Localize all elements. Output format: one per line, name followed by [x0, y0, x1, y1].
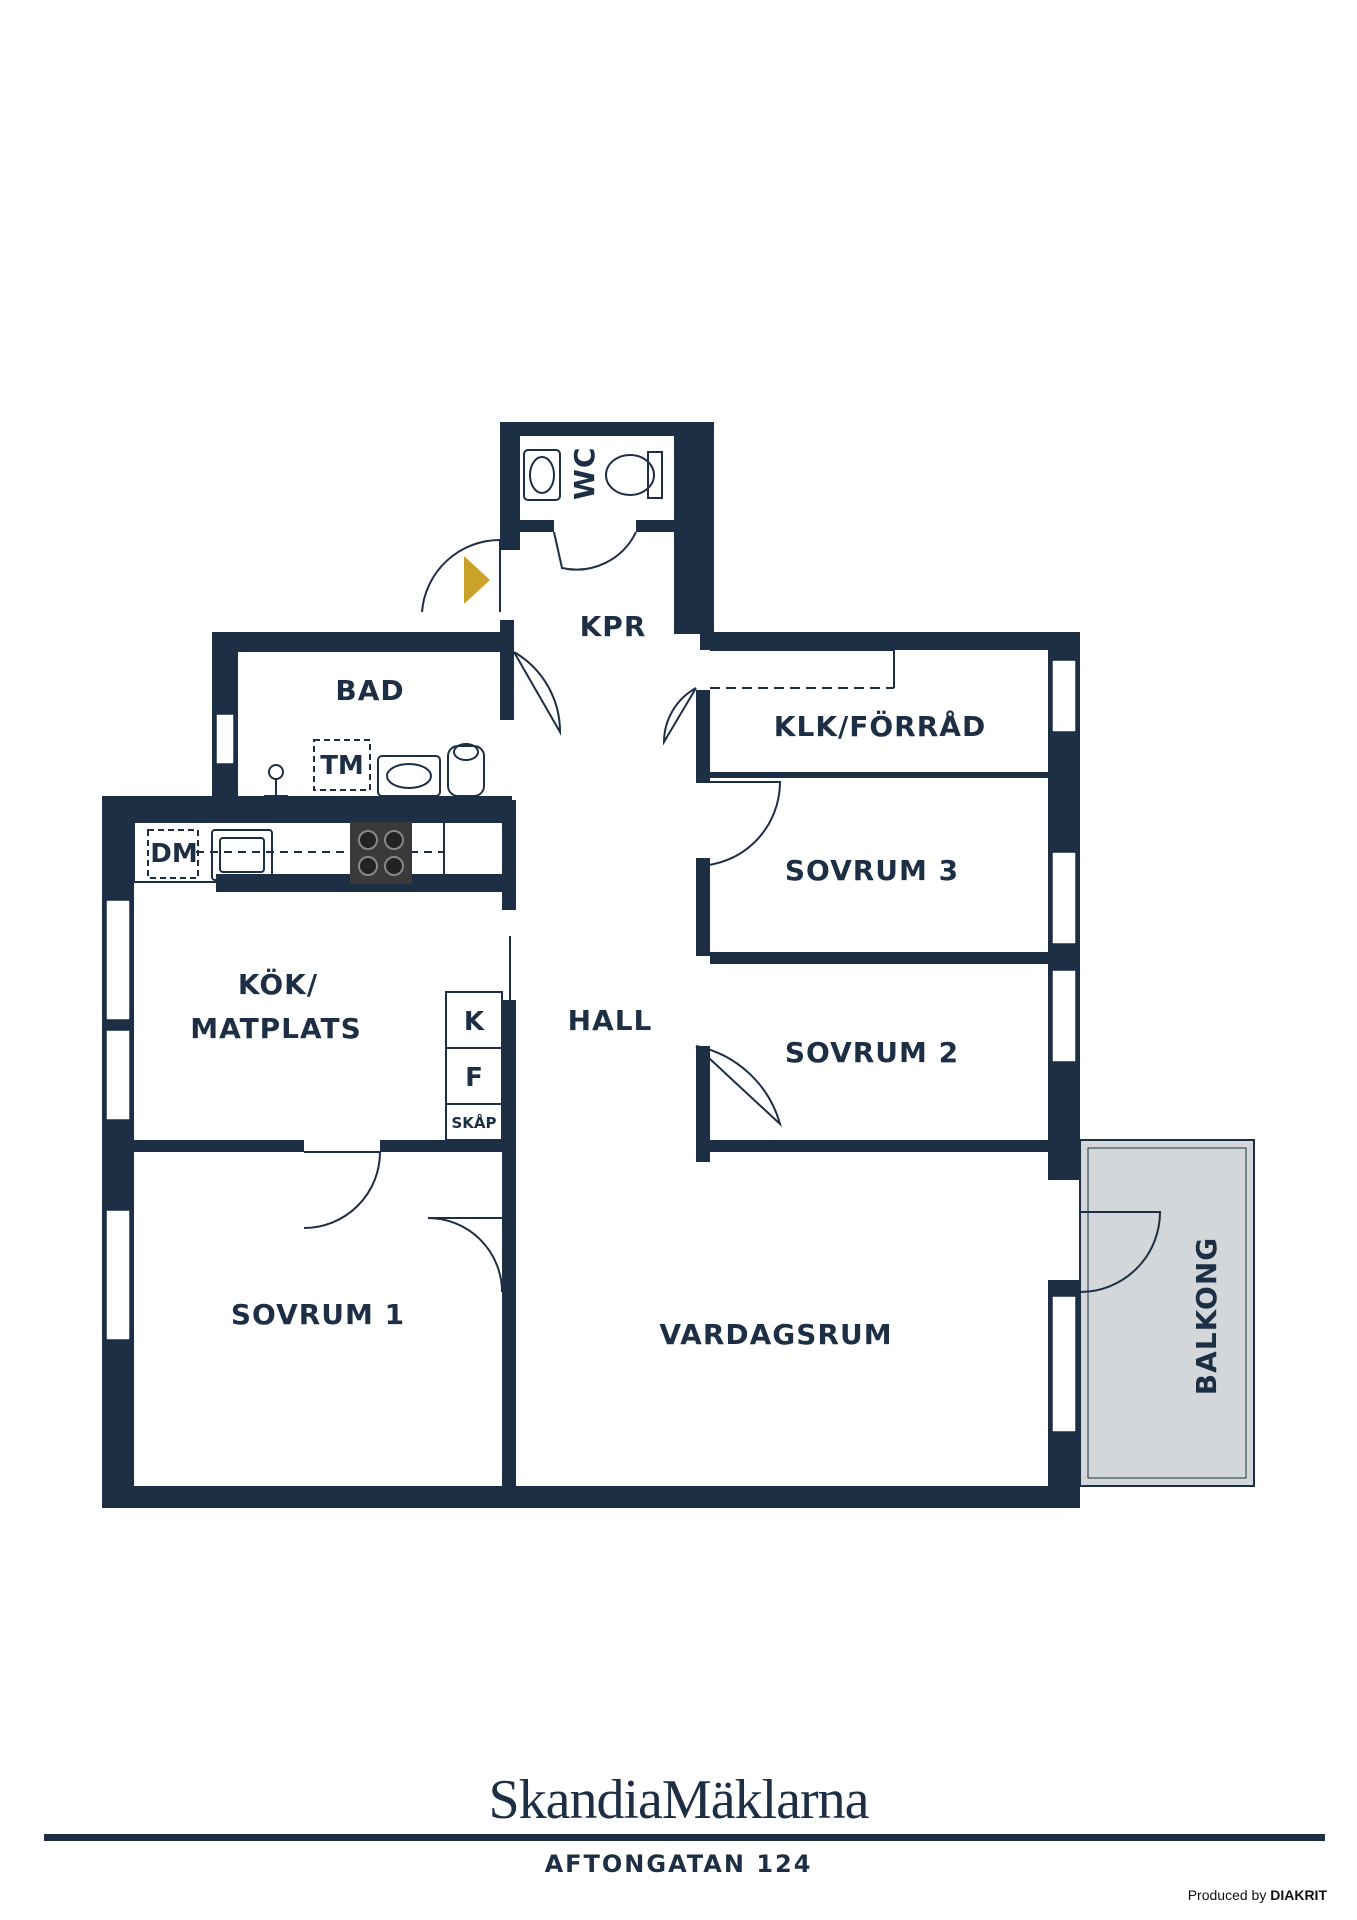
room-label-wc: WC: [568, 447, 601, 500]
appliance-label-dm: DM: [150, 839, 197, 869]
windows: [105, 659, 1080, 1433]
toilet-icon: [605, 451, 663, 499]
room-label-kpr: KPR: [580, 610, 647, 643]
kitchen-counter: [133, 821, 505, 883]
appliance-label-tm: TM: [320, 751, 364, 781]
door-swings: [303, 531, 1162, 1293]
shower-icon: [264, 764, 288, 797]
room-label-sovrum-3: SOVRUM 3: [785, 854, 959, 887]
balcony: [1079, 1139, 1255, 1487]
cabinet-label-skap: SKÅP: [451, 1113, 496, 1132]
room-label-balkong: BALKONG: [1190, 1237, 1223, 1396]
room-label-klk-forrad: KLK/FÖRRÅD: [774, 709, 986, 743]
kitchen-cabinets: [445, 991, 503, 1141]
produced-by-label: Produced by: [1187, 1887, 1267, 1903]
footer-divider: [44, 1834, 1325, 1841]
cabinet-label-f: F: [465, 1063, 483, 1093]
cabinet-label-k: K: [464, 1007, 485, 1037]
room-label-vardagsrum: VARDAGSRUM: [659, 1318, 892, 1351]
brand-logo: SkandiaMäklarna: [488, 1769, 870, 1831]
producer-credit: Produced by DIAKRIT: [1188, 1887, 1327, 1903]
room-label-sovrum-1: SOVRUM 1: [231, 1298, 405, 1331]
sink-icon: [377, 755, 441, 797]
entrance-arrow-icon: [464, 556, 490, 604]
sink-icon: [523, 449, 561, 501]
room-label-hall: HALL: [568, 1004, 653, 1037]
wc-fixtures: [523, 449, 663, 501]
producer-name: DIAKRIT: [1270, 1887, 1327, 1903]
stove-icon: [350, 822, 412, 884]
klk-shelf: [710, 649, 895, 689]
room-label-bad: BAD: [335, 674, 404, 707]
bath-fixtures: [264, 739, 485, 797]
sink-icon: [211, 829, 273, 881]
room-label-kok: KÖK/: [238, 967, 318, 1001]
room-label-sovrum-2: SOVRUM 2: [785, 1036, 959, 1069]
room-label-matplats: MATPLATS: [190, 1012, 362, 1045]
property-address: AFTONGATAN 124: [544, 1850, 813, 1878]
toilet-icon: [447, 743, 485, 797]
walls: [102, 422, 1080, 1508]
